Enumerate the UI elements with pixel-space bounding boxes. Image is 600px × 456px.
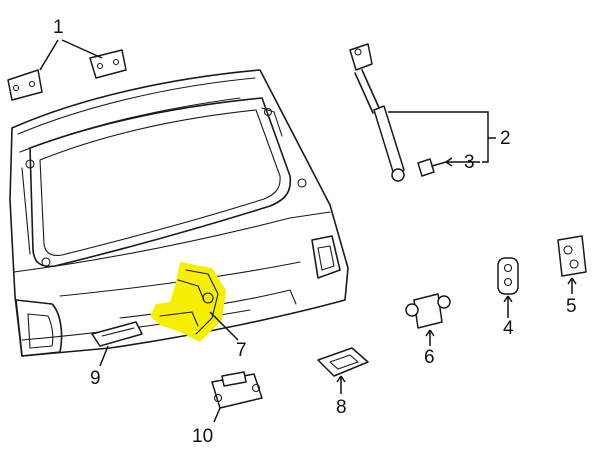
leader-3-tip	[445, 157, 453, 167]
part-5-bracket	[557, 235, 587, 277]
part-8-trim-plate	[317, 347, 369, 377]
callout-1: 1	[53, 17, 64, 38]
part-10-switch-housing	[211, 371, 263, 409]
callout-2: 2	[500, 128, 511, 149]
highlight-fill	[150, 262, 226, 342]
leader-10	[213, 407, 221, 423]
liftgate	[9, 69, 349, 357]
part-9-handle	[91, 321, 143, 347]
part-2-support-strut	[349, 43, 405, 182]
callout-6: 6	[424, 347, 435, 368]
callout-8: 8	[336, 397, 347, 418]
callout-10: 10	[192, 426, 213, 447]
leader-7	[209, 311, 239, 341]
part-7-lock-assembly-highlighted	[150, 262, 226, 342]
callout-labels: 1 2 3 4 5 6 7 8 9 10	[53, 17, 577, 447]
leader-6-tip	[425, 329, 435, 337]
leader-5-tip	[567, 277, 577, 285]
callout-7: 7	[236, 340, 247, 361]
leader-1	[39, 39, 59, 71]
callout-9: 9	[90, 368, 101, 389]
leader-1b	[61, 39, 103, 59]
part-3-stud-bolt	[417, 158, 447, 177]
callout-5: 5	[566, 296, 577, 317]
part-4-cushion	[497, 257, 519, 295]
leader-lines	[39, 39, 577, 423]
part-6-bumper-stop	[405, 293, 451, 329]
leader-4-tip	[503, 295, 513, 303]
leader-9	[99, 345, 109, 367]
callout-3: 3	[464, 152, 475, 173]
leader-8-tip	[336, 375, 346, 383]
part-1-hinge-left	[7, 69, 43, 101]
leader-2	[388, 111, 489, 163]
callout-4: 4	[503, 318, 514, 339]
part-1-hinge-right	[89, 49, 127, 79]
